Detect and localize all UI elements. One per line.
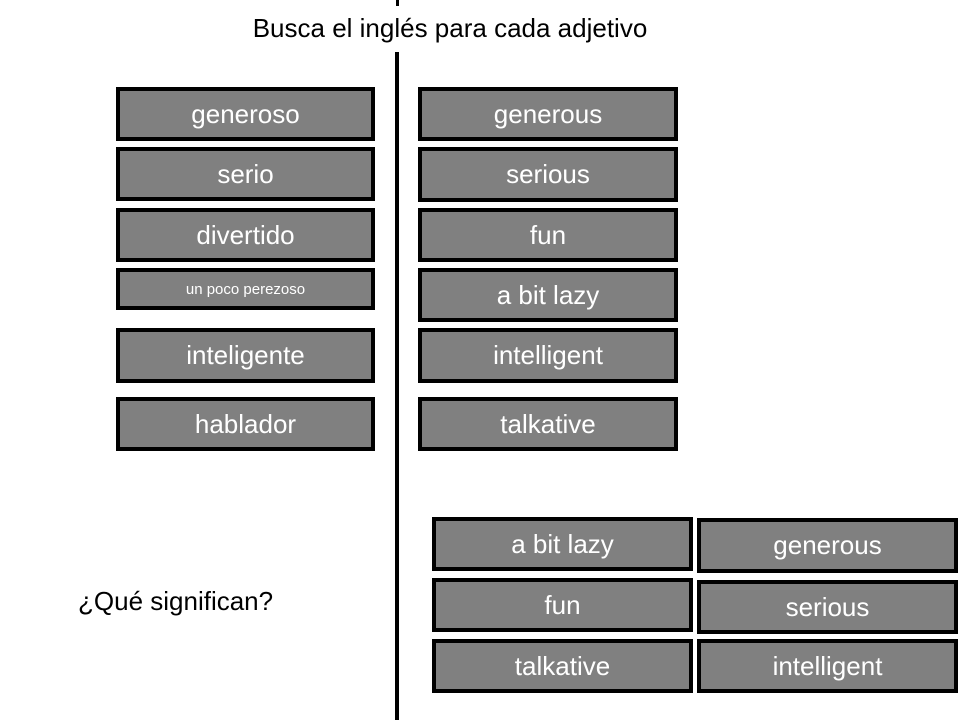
english-card-fun[interactable]: fun	[418, 208, 678, 262]
extra-card-serious[interactable]: serious	[697, 580, 958, 634]
extra-card-generous[interactable]: generous	[697, 518, 958, 573]
divider-line	[395, 52, 399, 720]
english-card-generous[interactable]: generous	[418, 87, 678, 141]
divider-line-top	[396, 0, 399, 6]
extra-card-fun[interactable]: fun	[432, 578, 693, 632]
activity-title: Busca el inglés para cada adjetivo	[252, 13, 648, 43]
extra-card-a-bit-lazy[interactable]: a bit lazy	[432, 517, 693, 571]
extra-card-intelligent[interactable]: intelligent	[697, 639, 958, 693]
spanish-card-generoso[interactable]: generoso	[116, 87, 375, 141]
spanish-card-un-poco-perezoso[interactable]: un poco perezoso	[116, 268, 375, 310]
spanish-card-serio[interactable]: serio	[116, 147, 375, 201]
english-card-a-bit-lazy[interactable]: a bit lazy	[418, 268, 678, 322]
extra-card-talkative[interactable]: talkative	[432, 639, 693, 693]
spanish-card-inteligente[interactable]: inteligente	[116, 328, 375, 383]
english-card-intelligent[interactable]: intelligent	[418, 328, 678, 383]
spanish-card-divertido[interactable]: divertido	[116, 208, 375, 262]
english-card-serious[interactable]: serious	[418, 147, 678, 202]
english-card-talkative[interactable]: talkative	[418, 397, 678, 451]
question-text: ¿Qué significan?	[78, 586, 274, 616]
spanish-card-hablador[interactable]: hablador	[116, 397, 375, 451]
